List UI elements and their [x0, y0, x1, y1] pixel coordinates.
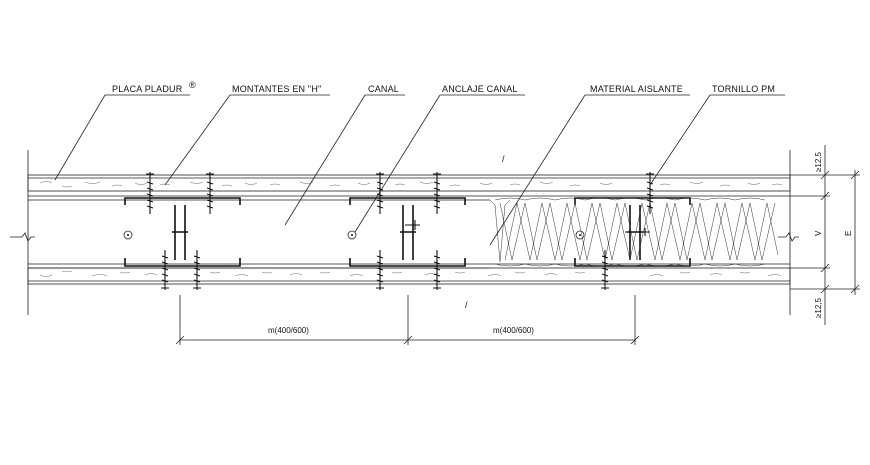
leader-lines — [54, 94, 785, 246]
label-placa-pladur: PLACA PLADUR — [112, 84, 183, 94]
board-thickness-bottom: ≥12,5 — [814, 297, 823, 318]
registered-mark: ® — [189, 80, 196, 90]
cavity-dimension: V — [814, 230, 823, 236]
module-dimension-2: m(400/600) — [493, 326, 534, 335]
board-texture — [39, 181, 783, 277]
top-board — [27, 174, 791, 192]
module-dimension-1: m(400/600) — [268, 326, 309, 335]
cut-marker-bottom: / — [465, 300, 468, 310]
h-studs — [172, 205, 643, 260]
board-thickness-top: ≥12,5 — [814, 151, 823, 172]
label-material-aislante: MATERIAL AISLANTE — [590, 84, 683, 94]
cut-marker-top: / — [502, 154, 505, 164]
screws — [146, 172, 654, 290]
anchor-points — [123, 230, 585, 240]
total-dimension: E — [844, 231, 853, 236]
vertical-dimension — [790, 145, 860, 325]
horizontal-dimension — [175, 295, 640, 345]
label-anclaje-canal: ANCLAJE CANAL — [442, 84, 518, 94]
label-tornillo-pm: TORNILLO PM — [712, 84, 775, 94]
bottom-board — [27, 267, 791, 285]
cavity-lines — [10, 195, 799, 269]
label-montantes: MONTANTES EN "H" — [232, 84, 321, 94]
label-canal: CANAL — [368, 84, 399, 94]
insulation-material — [489, 197, 779, 267]
